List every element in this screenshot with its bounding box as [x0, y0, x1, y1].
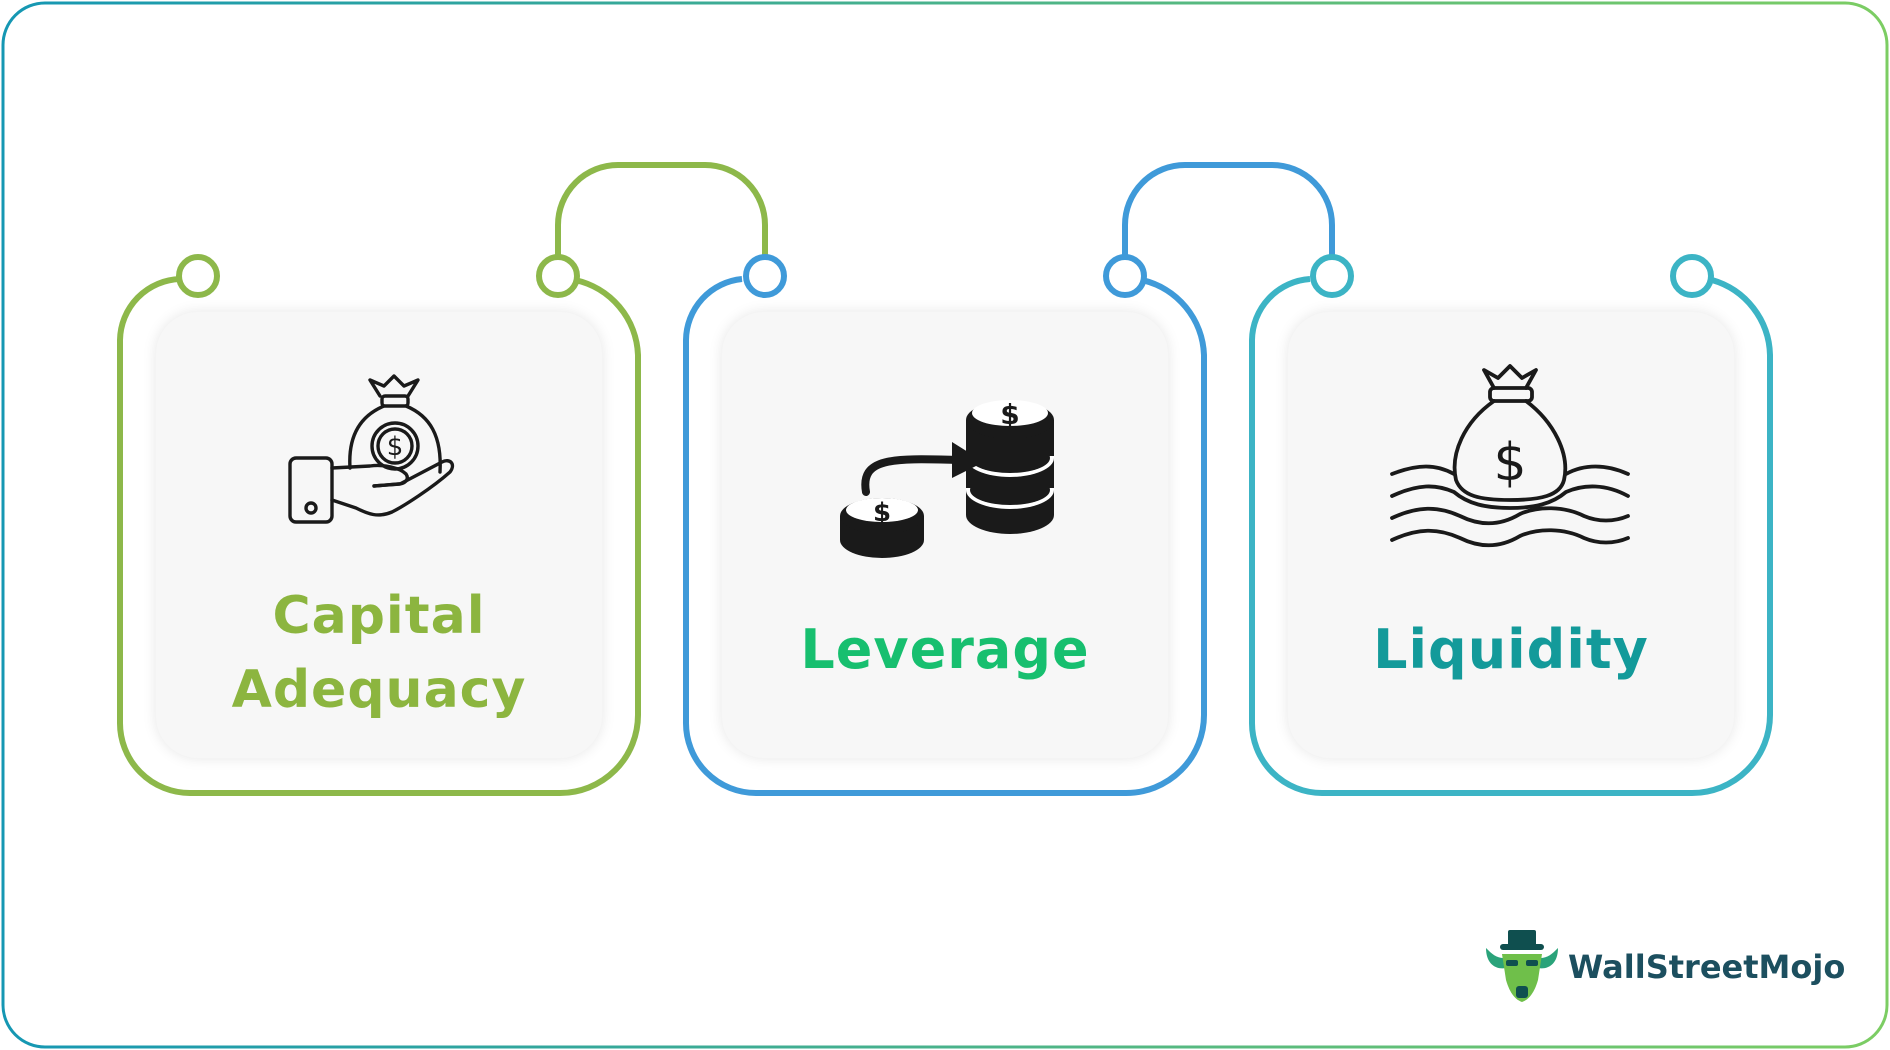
brand-name: WallStreetMojo [1568, 948, 1846, 986]
capital-adequacy-card: $ Capital Adequacy [156, 312, 602, 758]
connector-node [176, 254, 220, 298]
connector-1 [555, 162, 768, 258]
connector-node [536, 254, 580, 298]
svg-text:$: $ [1000, 398, 1019, 431]
money-bag-floating-on-water-icon: $ [1390, 364, 1630, 548]
liquidity-label: Liquidity [1373, 618, 1649, 681]
liquidity-outline [1248, 276, 1773, 796]
connector-node [1310, 254, 1354, 298]
connector-2 [1122, 162, 1335, 258]
capital-adequacy-label-line1: Capital [272, 586, 486, 646]
connector-node [743, 254, 787, 298]
svg-text:$: $ [873, 498, 891, 528]
leverage-card: $ $ Leverage [722, 312, 1168, 758]
capital-adequacy-outline [116, 276, 641, 796]
svg-text:$: $ [1493, 433, 1526, 493]
connector-node [1103, 254, 1147, 298]
leverage-outline [682, 276, 1207, 796]
liquidity-card: $ Liquidity [1288, 312, 1734, 758]
capital-adequacy-label-line2: Adequacy [231, 659, 527, 720]
brand-logo: WallStreetMojo [1480, 928, 1845, 1008]
hand-holding-money-bag-icon: $ [288, 374, 455, 524]
coin-to-coin-stack-icon: $ $ [840, 398, 1054, 558]
leverage-label: Leverage [800, 618, 1090, 681]
svg-text:$: $ [387, 432, 404, 462]
capital-adequacy-label: Capital Adequacy [156, 580, 602, 728]
bull-logo-icon [1486, 930, 1558, 1002]
connector-node [1670, 254, 1714, 298]
